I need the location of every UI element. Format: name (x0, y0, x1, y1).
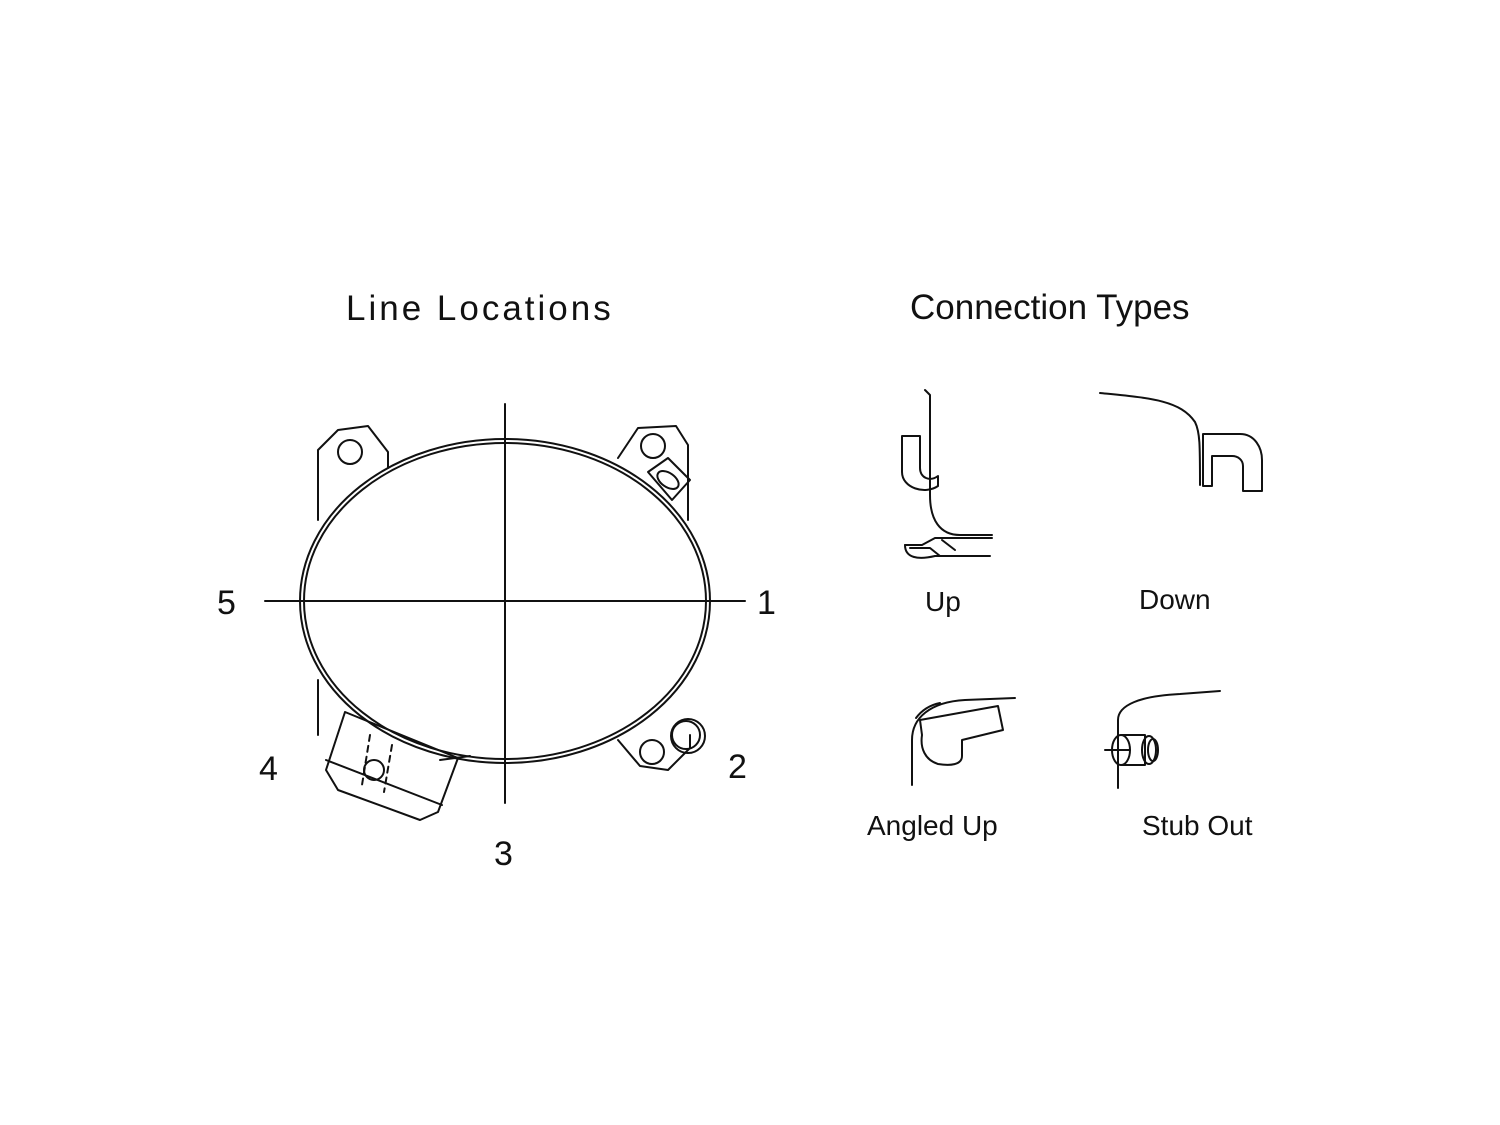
mounting-hole-bottom-right (639, 739, 665, 765)
mounting-hole-top-left (337, 439, 363, 465)
connection-stub-out-drawing (1104, 690, 1221, 789)
line-location-1: 1 (757, 584, 776, 622)
terminal-box (325, 711, 471, 821)
connection-label-up: Up (925, 586, 961, 617)
mounting-hole-top-right (640, 433, 666, 459)
compressor-base-plate (317, 425, 691, 771)
fitting-top-right (647, 457, 691, 501)
line-location-4: 4 (259, 750, 278, 788)
connection-label-angled-up: Angled Up (867, 810, 998, 841)
connection-angled-up-drawing (911, 697, 1016, 786)
line-location-2: 2 (728, 748, 747, 786)
compressor-drawing (264, 403, 746, 821)
fitting-bottom-right (670, 718, 706, 754)
line-location-5: 5 (217, 584, 236, 622)
connection-down-drawing (1099, 392, 1263, 492)
line-locations-title: Line Locations (346, 289, 614, 328)
connection-label-stub-out: Stub Out (1142, 810, 1253, 841)
line-location-3: 3 (494, 835, 513, 873)
connection-types-title: Connection Types (910, 288, 1190, 327)
connection-up-drawing (901, 389, 993, 559)
connection-label-down: Down (1139, 584, 1211, 615)
